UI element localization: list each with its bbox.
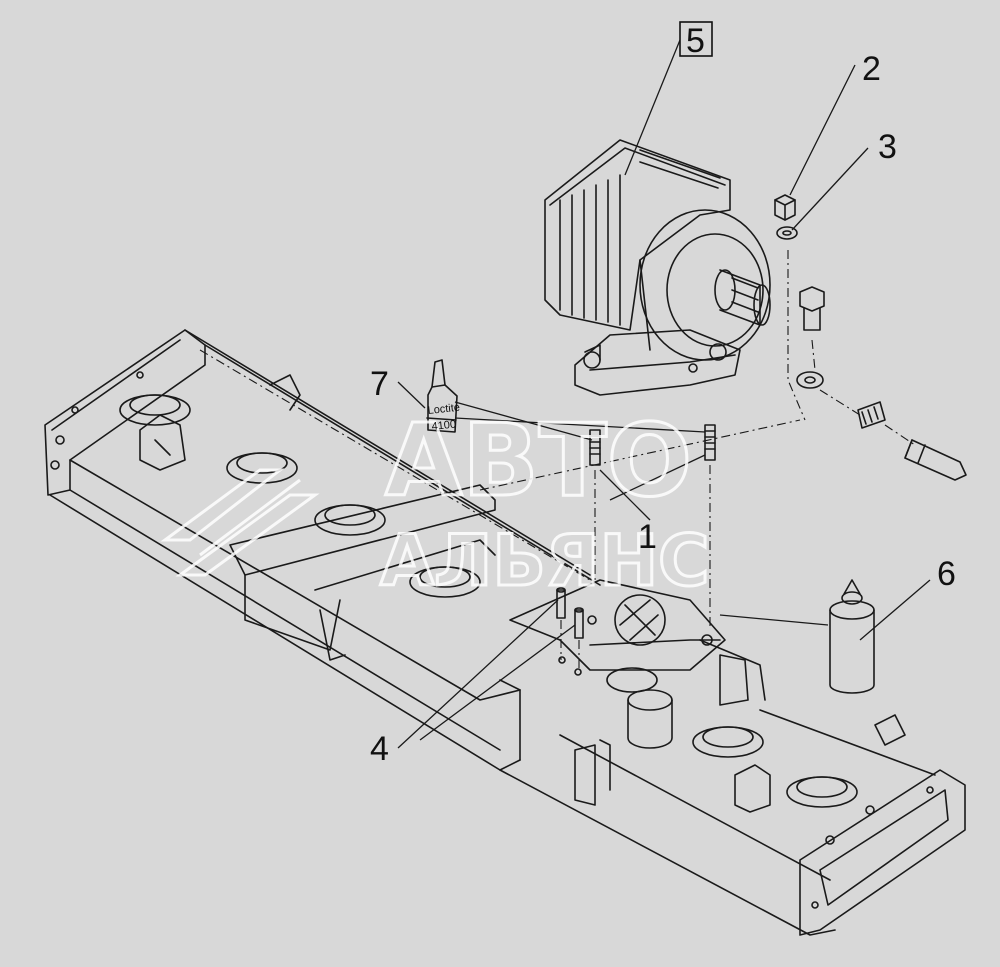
callout-1: 1 bbox=[638, 518, 657, 556]
callout-6: 6 bbox=[937, 555, 956, 593]
callout-4: 4 bbox=[370, 730, 389, 768]
leader-3 bbox=[791, 147, 869, 231]
loctite-bottle bbox=[426, 359, 458, 433]
watermark-line2: АЛЬЯНС bbox=[380, 520, 710, 602]
callout-5-box bbox=[679, 21, 713, 57]
leader-4 bbox=[397, 599, 559, 749]
leader-6 bbox=[859, 579, 931, 641]
watermark-logo-icon bbox=[160, 468, 320, 577]
watermark-line1: АВТО bbox=[385, 402, 692, 519]
center-lines bbox=[199, 250, 916, 672]
leader-1 bbox=[599, 469, 651, 521]
frame-housing bbox=[44, 329, 966, 936]
washer-part bbox=[776, 226, 798, 240]
callout-7: 7 bbox=[370, 365, 389, 403]
fasteners bbox=[556, 194, 967, 676]
bottle-label-line1: Loctite bbox=[427, 402, 460, 417]
nut-part bbox=[774, 194, 796, 221]
leader-5 bbox=[624, 39, 681, 176]
leader-lines bbox=[397, 39, 931, 749]
callout-5: 5 bbox=[686, 22, 705, 60]
callout-2: 2 bbox=[862, 50, 881, 88]
leader-2 bbox=[789, 64, 856, 196]
leader-7 bbox=[397, 381, 426, 409]
watermark: АВТО АЛЬЯНС bbox=[160, 401, 711, 604]
ring-seals bbox=[119, 394, 858, 808]
sealant-can bbox=[829, 579, 875, 694]
gearbox-assembly bbox=[544, 139, 771, 396]
callout-3: 3 bbox=[878, 128, 897, 166]
mounting-plate bbox=[509, 579, 749, 749]
bottle-label-line2: 4100 bbox=[431, 418, 457, 432]
